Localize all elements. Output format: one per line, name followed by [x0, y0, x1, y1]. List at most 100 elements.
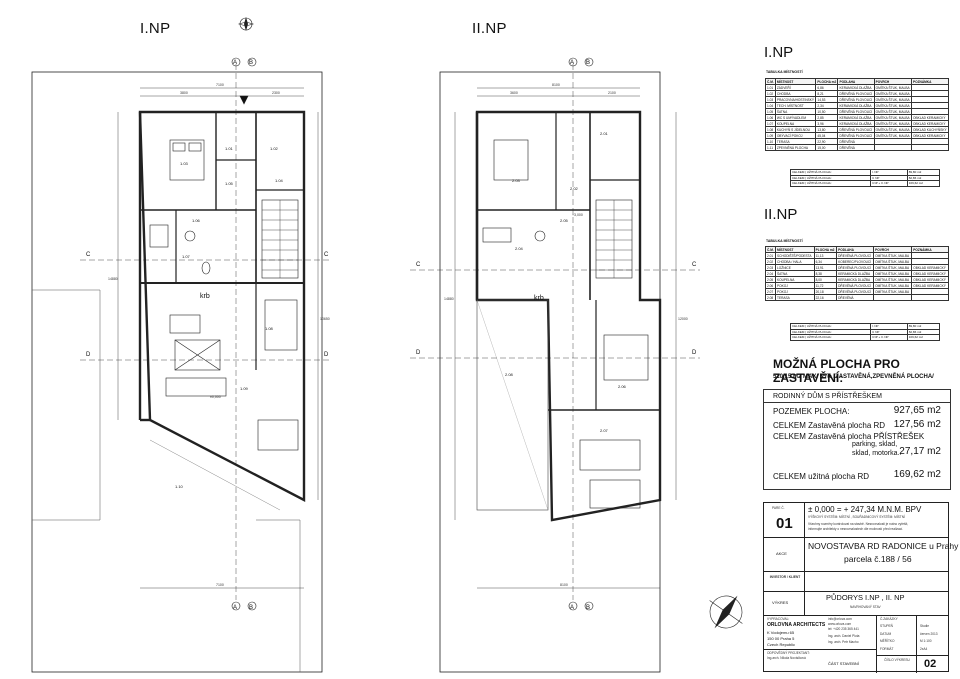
- author-label: VYPRACOVAL:: [767, 617, 790, 621]
- meta-value: M 1:100: [920, 639, 932, 643]
- summary-cell: I.NP + II. NP: [869, 334, 908, 341]
- table-cell: [873, 144, 912, 151]
- room-label: 2.05: [560, 218, 569, 223]
- table-cell: [910, 144, 950, 151]
- responsible-label: ODPOVĚDNÝ PROJEKTANT:: [767, 651, 810, 655]
- room-label: 1.02: [270, 146, 279, 151]
- room-label: 2.08: [505, 372, 514, 377]
- dimension-label: 8100: [552, 83, 560, 87]
- phase-label: ČÁST STAVEBNÍ: [828, 661, 859, 666]
- room-label: 2.04: [515, 246, 524, 251]
- section-mark-d: D: [692, 350, 697, 356]
- action-label: AKCE: [776, 551, 787, 556]
- built-shelter-value: 27,17 m2: [899, 446, 941, 457]
- dimension-label: 7100: [216, 83, 224, 87]
- summary-cell: CELKEM | UŽITNÁ PLOCHA:: [790, 323, 871, 330]
- meta-label: MĚŘÍTKO: [880, 639, 895, 643]
- dimension-label: 3800: [180, 91, 188, 95]
- dimension-label: +3,000: [572, 213, 583, 217]
- section-mark-a: A: [570, 60, 574, 66]
- dimension-label: 14880: [444, 297, 454, 301]
- summary-cell: 169,62 m2: [906, 334, 941, 341]
- dimension-label: ±0,000: [210, 395, 221, 399]
- author-address: Czech Republic: [767, 642, 796, 647]
- meta-value: 2xA4: [920, 646, 928, 651]
- section-mark-b: B: [249, 60, 253, 66]
- dimension-label: 3600: [510, 91, 518, 95]
- room-label: 2.02: [570, 186, 579, 191]
- title-block: PARE Č. 01 ± 0,000 = + 247,34 M.N.M. BPV…: [763, 502, 958, 673]
- summary-cell: 89,80 m2: [906, 323, 941, 330]
- room-label: 2.01: [600, 131, 609, 136]
- drawing-line2: NAVRHOVANÝ STAV: [850, 605, 881, 609]
- investor-label: INVESTOR / KLIENT: [769, 575, 801, 579]
- usable-area-label: CELKEM užitná plocha RD: [773, 472, 870, 481]
- table-cell: 2.08: [764, 294, 777, 301]
- room-label: 1.06: [192, 218, 201, 223]
- dimension-label: 14880: [108, 277, 118, 281]
- dimension-label: 12000: [678, 317, 688, 321]
- dimension-label: 2300: [272, 91, 280, 95]
- table-cell: DŘEVĚNÁ: [836, 294, 875, 301]
- section-mark-d: D: [324, 352, 329, 358]
- table-cell: 1.11: [765, 144, 776, 151]
- np2-table-heading: II.NP: [764, 206, 798, 223]
- summary-cell: I.NP + II. NP: [869, 180, 908, 187]
- part-no-label: PARE Č.: [772, 506, 785, 510]
- contact-web: www.orlova.com: [828, 622, 852, 626]
- summary-cell: 82,86 m2: [906, 328, 941, 335]
- action-line1: NOVOSTAVBA RD RADONICE u Prahy: [808, 541, 959, 551]
- elevation: ± 0,000 = + 247,34 M.N.M. BPV: [808, 505, 922, 514]
- dimension-label: 7100: [216, 583, 224, 587]
- upper-floor-plan: [410, 64, 700, 673]
- table-cell: 22,16: [813, 294, 838, 301]
- fireplace-label: krb: [534, 295, 544, 302]
- table-cell: [911, 294, 949, 301]
- meta-value: červen 2013: [920, 631, 938, 636]
- room-label: 1.09: [240, 386, 249, 391]
- summary-cell: CELKEM | UŽITNÁ PLOCHA:: [790, 334, 871, 341]
- dimension-label: 2100: [608, 91, 616, 95]
- section-mark-a: A: [570, 605, 574, 611]
- np1-table-heading: I.NP: [764, 44, 794, 61]
- built-shelter-label: CELKEM Zastavěná plocha PŘÍSTŘEŠEK: [773, 432, 925, 441]
- section-mark-c: C: [86, 252, 91, 258]
- part-no: 01: [776, 515, 793, 532]
- room-label: 1.08: [265, 326, 274, 331]
- table-cell: 15,00: [815, 144, 839, 151]
- section-mark-a: A: [233, 60, 237, 66]
- section-mark-c: C: [416, 262, 421, 268]
- action-line2: parcela č.188 / 56: [844, 554, 912, 564]
- summary-cell: CELKEM | UŽITNÁ PLOCHA:: [790, 180, 871, 187]
- lot-area-value: 927,65 m2: [893, 405, 941, 416]
- table-cell: TERASA: [775, 294, 815, 301]
- section-mark-b: B: [249, 605, 253, 611]
- build-area-box-title: RODINNÝ DŮM S PŘÍSTŘEŠKEM: [773, 393, 882, 400]
- section-mark-a: A: [233, 605, 237, 611]
- table-cell: DŘEVĚNÁ: [837, 144, 875, 151]
- lot-area-label: POZEMEK PLOCHA:: [773, 407, 850, 416]
- built-shelter-line2: parking, sklad,: [852, 441, 898, 448]
- built-rd-label: CELKEM Zastavěná plocha RD: [773, 421, 886, 430]
- drawing-label: VÝKRES: [772, 600, 789, 605]
- room-label: 1.10: [175, 484, 184, 489]
- build-area-box: RODINNÝ DŮM S PŘÍSTŘEŠKEM POZEMEK PLOCHA…: [763, 389, 951, 490]
- table-cell: [873, 294, 913, 301]
- section-mark-d: D: [86, 352, 91, 358]
- meta-label: DATUM: [880, 631, 892, 636]
- order-number-label: Č.ZAKÁZKY: [880, 617, 898, 621]
- ground-floor-title: I.NP: [140, 20, 171, 37]
- section-mark-c: C: [692, 262, 697, 268]
- ground-floor-plan: [31, 64, 330, 673]
